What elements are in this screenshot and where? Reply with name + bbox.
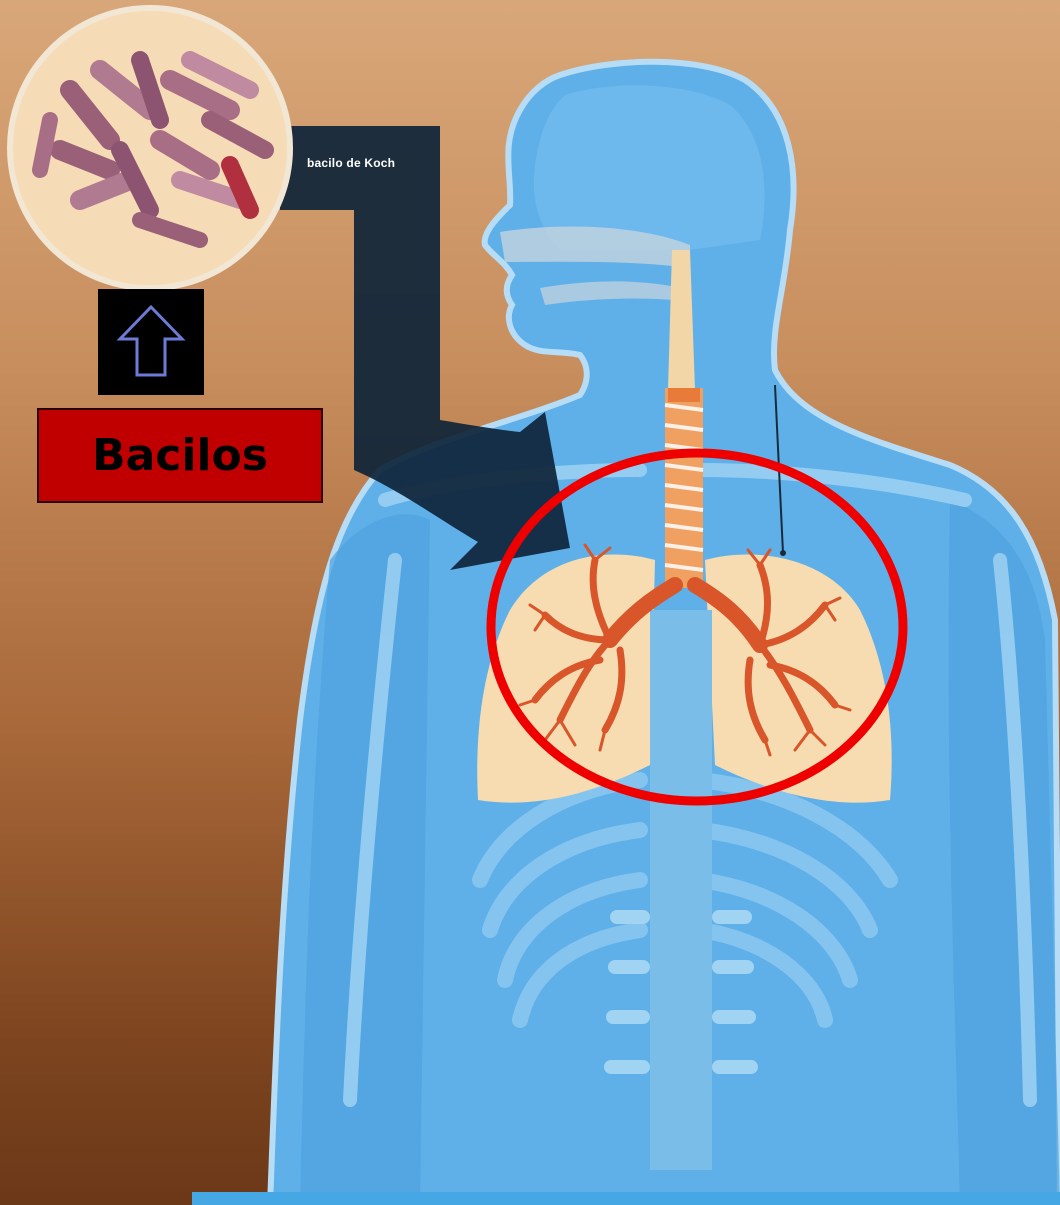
bacteria-cluster-icon — [10, 8, 290, 288]
bacilos-label: Bacilos — [37, 408, 323, 503]
koch-bacillus-label: bacilo de Koch — [307, 156, 395, 170]
bottom-bar — [192, 1192, 1060, 1205]
leader-dot — [780, 550, 786, 556]
up-arrow-outline-icon — [98, 289, 204, 395]
